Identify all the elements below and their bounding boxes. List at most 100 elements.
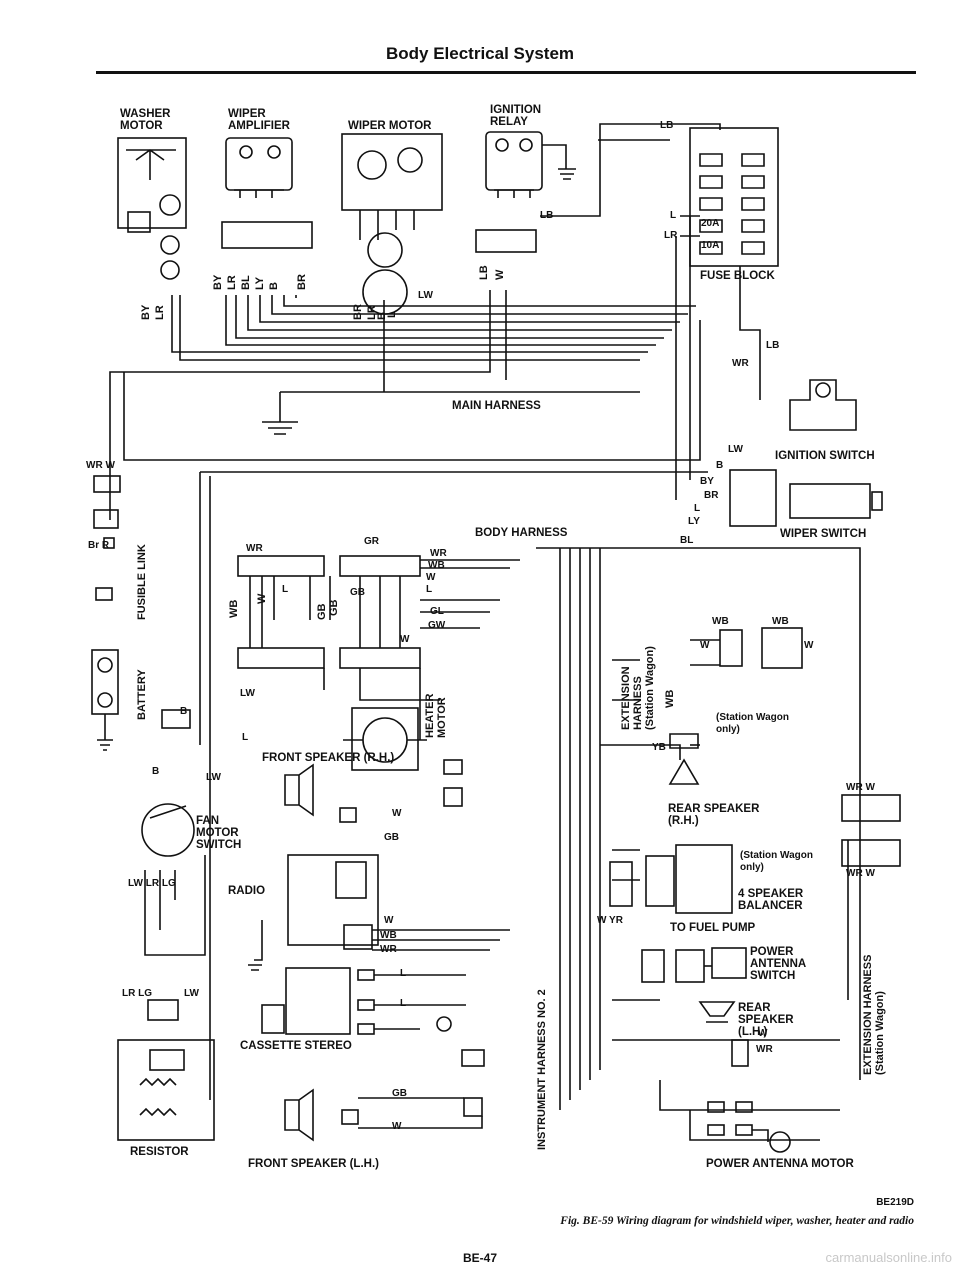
wire-label: GB: [392, 1088, 407, 1099]
wire-label: WB: [228, 599, 240, 618]
fan-switch-symbol: [141, 709, 206, 956]
wiper-amplifier-symbol: [221, 137, 313, 249]
wire-label: L: [426, 584, 433, 595]
label-wiper-motor: WIPER MOTOR: [348, 120, 432, 132]
wire-label: LY: [254, 276, 266, 290]
wire-label: W: [426, 572, 436, 583]
header-rule: [96, 71, 916, 74]
wire-label: L: [242, 732, 249, 743]
wire-label: BY: [700, 476, 714, 487]
label-4-speaker-balancer: 4 SPEAKER BALANCER: [738, 888, 804, 912]
wire-label: GB: [384, 832, 399, 843]
wire-label: GB: [328, 599, 340, 617]
label-washer-motor: WASHER MOTOR: [120, 108, 171, 132]
wire-label: LR: [664, 230, 678, 241]
wire-label: W: [256, 593, 268, 604]
wire-bundle: [109, 123, 861, 1141]
wire-label: BR: [704, 490, 719, 501]
label-fan-switch: FAN MOTOR SWITCH: [196, 815, 242, 851]
page-title: Body Electrical System: [385, 44, 575, 63]
wire-label: WB: [380, 930, 397, 941]
label-power-antenna-switch: POWER ANTENNA SWITCH: [750, 946, 807, 982]
wire-label: W: [758, 1028, 768, 1039]
wire-label: BL: [680, 535, 694, 546]
wire-label: GR: [364, 536, 379, 547]
label-rear-speaker-lh: REAR SPEAKER (L.H.): [738, 1002, 794, 1038]
body-connectors: [237, 555, 520, 740]
wire-label: L: [400, 998, 407, 1009]
resistor-symbol: [117, 999, 215, 1141]
label-ignition-relay: IGNITION RELAY: [490, 104, 542, 128]
heater-motor-symbol: [343, 707, 427, 771]
wire-label: LR LG: [122, 988, 152, 999]
wire-label: W: [392, 1121, 402, 1132]
label-to-fuel-pump: TO FUEL PUMP: [670, 922, 756, 934]
ignition-switch-symbol: [789, 379, 857, 431]
label-body-harness: BODY HARNESS: [475, 527, 568, 539]
radio-symbol: [254, 854, 510, 961]
wire-label: LW: [728, 444, 743, 455]
label-extension-harness-left: EXTENSION HARNESS (Station Wagon): [620, 646, 656, 730]
wiper-switch-symbol: [729, 469, 883, 527]
wire-label: L: [386, 311, 398, 318]
ignition-relay-symbol: [475, 131, 576, 253]
label-main-harness: MAIN HARNESS: [452, 400, 541, 412]
front-speaker-lh-symbol: [284, 1049, 485, 1142]
wire-label: W: [494, 269, 506, 280]
wire-label: WB: [712, 616, 729, 627]
antenna-motor-symbol: [707, 1101, 791, 1153]
wire-label: L: [694, 503, 701, 514]
wire-label: WB: [772, 616, 789, 627]
fuse-10a: 10A: [701, 240, 720, 251]
fuse-block-symbol: [689, 127, 779, 267]
label-front-speaker-lh: FRONT SPEAKER (L.H.): [248, 1158, 379, 1170]
wire-label: BR: [352, 304, 364, 320]
wire-label: Br R: [88, 540, 110, 551]
wire-label: B: [716, 460, 724, 471]
wire-label: B: [180, 706, 188, 717]
wire-label: LB: [660, 120, 674, 131]
fuse-20a: 20A: [701, 218, 720, 229]
wire-label: L: [670, 210, 677, 221]
label-battery: BATTERY: [136, 669, 148, 720]
rear-speaker-rh-symbol: [668, 627, 803, 785]
wire-label: W YR: [597, 915, 623, 926]
wire-label: GW: [428, 620, 446, 631]
wire-label: LB: [478, 265, 490, 280]
wagon-connectors: [841, 794, 901, 867]
label-power-antenna-motor: POWER ANTENNA MOTOR: [706, 1158, 854, 1170]
battery-symbol: [91, 475, 121, 751]
wire-label: LW: [184, 988, 199, 999]
wire-label: YB: [652, 742, 666, 753]
wire-label: LB: [766, 340, 780, 351]
wire-label: WR: [756, 1044, 773, 1055]
rear-speaker-lh-symbol: [698, 1001, 749, 1067]
label-radio: RADIO: [228, 885, 266, 897]
wire-label: L: [282, 584, 289, 595]
figure-caption: Fig. BE-59 Wiring diagram for windshield…: [560, 1215, 914, 1227]
wire-label: BY: [140, 304, 152, 320]
wire-label: GB: [350, 587, 365, 598]
label-fuse-block: FUSE BLOCK: [700, 270, 775, 282]
balancer-symbol: [609, 844, 733, 914]
wire-label: WB: [428, 560, 445, 571]
watermark: carmanualsonline.info: [825, 1250, 952, 1265]
label-wiper-amplifier: WIPER AMPLIFIER: [228, 108, 290, 132]
wire-label: WR W: [846, 782, 875, 793]
front-speaker-rh-symbol: [284, 759, 463, 823]
label-front-speaker-rh: FRONT SPEAKER (R.H.): [262, 752, 395, 764]
label-rear-speaker-rh: REAR SPEAKER (R.H.): [668, 803, 760, 827]
wire-label: WR: [430, 548, 447, 559]
label-ignition-switch: IGNITION SWITCH: [775, 450, 875, 462]
wire-label: B: [268, 282, 280, 290]
wire-label: LW LR LG: [128, 878, 176, 889]
cassette-symbol: [248, 964, 466, 1035]
wire-label: WB: [664, 689, 676, 708]
wire-label: W: [384, 915, 394, 926]
wire-label: LW: [240, 688, 255, 699]
wire-label: LR: [154, 305, 166, 320]
wire-label: LB: [540, 210, 554, 221]
figure-code: BE219D: [876, 1197, 914, 1208]
label-cassette-stereo: CASSETTE STEREO: [240, 1040, 352, 1052]
